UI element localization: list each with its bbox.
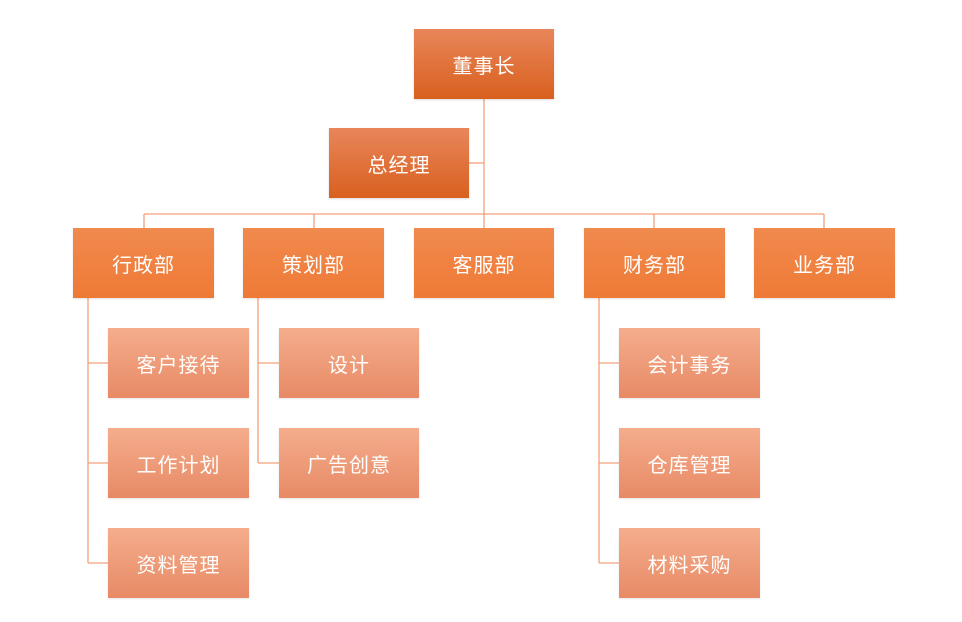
node-dept-admin: 行政部 (73, 228, 214, 298)
node-dept-customer-service: 客服部 (414, 228, 554, 298)
node-sub-item: 设计 (279, 328, 419, 398)
node-sub-item: 会计事务 (619, 328, 760, 398)
node-sub-item: 仓库管理 (619, 428, 760, 498)
node-general-manager: 总经理 (329, 128, 469, 198)
node-dept-finance: 财务部 (584, 228, 725, 298)
node-sub-item: 材料采购 (619, 528, 760, 598)
node-dept-planning: 策划部 (243, 228, 384, 298)
node-dept-business: 业务部 (754, 228, 895, 298)
node-sub-item: 工作计划 (108, 428, 249, 498)
node-sub-item: 广告创意 (279, 428, 419, 498)
node-sub-item: 客户接待 (108, 328, 249, 398)
node-sub-item: 资料管理 (108, 528, 249, 598)
node-chairman: 董事长 (414, 29, 554, 99)
